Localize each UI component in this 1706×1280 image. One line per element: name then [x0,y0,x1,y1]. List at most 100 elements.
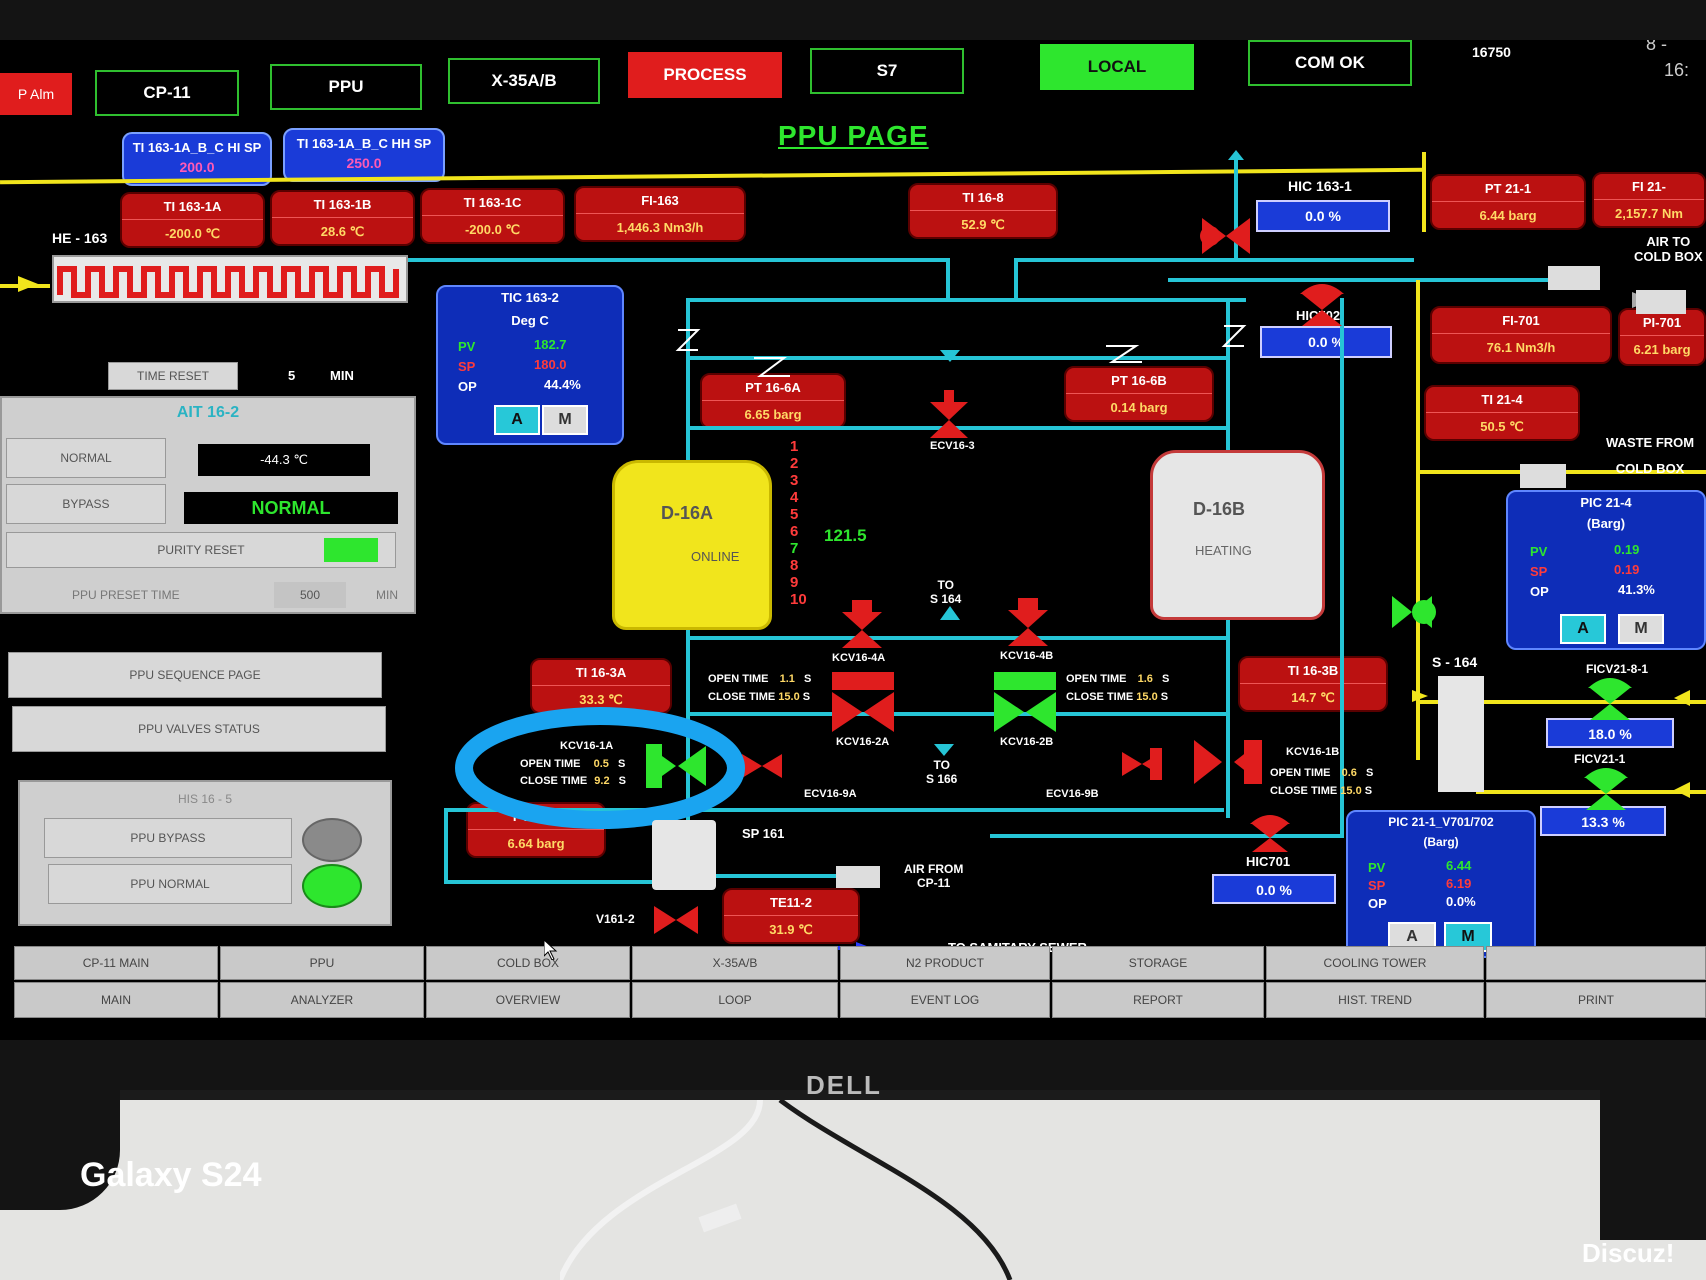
nav-cp11-main-button[interactable]: CP-11 MAIN [14,946,218,980]
nav-comok-button[interactable]: COM OK [1248,40,1412,86]
step-3: 3 [790,472,799,489]
hic163-1-value[interactable]: 0.0 % [1256,200,1390,232]
nav-coldbox-button[interactable]: COLD BOX [426,946,630,980]
monitor-stand-left [0,1090,120,1210]
valve-ecv16-9a-icon[interactable] [742,754,782,778]
timing-open-label: OPEN TIME [520,758,581,770]
nav-cp11-button[interactable]: CP-11 [95,70,239,116]
valve-kcv16-1b-icon[interactable] [1194,740,1262,784]
tag-name: TI 163-1C [422,190,563,216]
nav-storage-button[interactable]: STORAGE [1052,946,1264,980]
timing-close-label: CLOSE TIME [520,775,588,787]
tic163-2-manual-button[interactable]: M [542,405,588,435]
step-1: 1 [790,438,799,455]
nav-local-button[interactable]: LOCAL [1040,44,1194,90]
ppu-normal-button[interactable]: PPU NORMAL [48,864,292,904]
ppu-preset-input[interactable]: 500 [274,582,346,608]
ficv21-1-value[interactable]: 13.3 % [1540,806,1666,836]
label-to-s164: TO S 164 [930,578,962,606]
valve-ficv21-1-icon[interactable] [1584,768,1628,810]
pipe-right-header2 [1168,278,1578,282]
timing-open-value: 0.6 [1341,767,1357,779]
tic163-2-unit: Deg C [511,313,549,328]
pic21-4-sp-label: SP [1530,564,1548,579]
nav-overview-button[interactable]: OVERVIEW [426,982,630,1018]
nav-event-log-button[interactable]: EVENT LOG [840,982,1050,1018]
nav-analyzer-button[interactable]: ANALYZER [220,982,424,1018]
nav-x35ab-bottom-button[interactable]: X-35A/B [632,946,838,980]
nav-s7-button[interactable]: S7 [810,48,964,94]
valve-kcv16-2b-icon[interactable] [994,672,1056,732]
valve-v161-2-icon[interactable] [654,906,698,934]
nav-main-button[interactable]: MAIN [14,982,218,1018]
pic21-1-op-label: OP [1368,896,1387,911]
tag-name: TI 21-4 [1426,387,1578,413]
page-title: PPU PAGE [778,120,929,151]
ppu-bypass-button[interactable]: PPU BYPASS [44,818,292,858]
nav-process-button[interactable]: PROCESS [628,52,782,98]
valve-kcv16-4a-icon[interactable] [842,600,882,648]
counter-display: 16750 [1472,44,1511,60]
air-from-connector [836,866,880,888]
ppu-valves-status-button[interactable]: PPU VALVES STATUS [12,706,386,752]
valve-ficv21-8-1-icon[interactable] [1588,678,1632,720]
valve-pic21-4-icon[interactable] [1392,596,1436,628]
pic21-4-auto-button[interactable]: A [1560,614,1606,644]
pic21-4-manual-button[interactable]: M [1618,614,1664,644]
heat-exchanger-coils [57,266,399,298]
valve-ecv16-9b-icon[interactable] [1122,748,1162,780]
valve-kcv16-2a-icon[interactable] [832,672,894,732]
tag-ti163-1a[interactable]: TI 163-1A-200.0 ℃ [120,192,265,248]
nav-x35ab-button[interactable]: X-35A/B [448,58,600,104]
nav-hist-trend-button[interactable]: HIST. TREND [1266,982,1484,1018]
timing-unit: S [618,775,626,787]
label-sp161: SP 161 [742,826,785,841]
pipe-right-return [990,834,1344,838]
setpoint-hi[interactable]: TI 163-1A_B_C HI SP 200.0 [122,132,272,186]
ppu-sequence-page-button[interactable]: PPU SEQUENCE PAGE [8,652,382,698]
step-7: 7 [790,540,799,557]
timing-unit: S [1364,785,1373,797]
vessel-d16a-name: D-16A [661,503,714,523]
his16-5-title: HIS 16 - 5 [177,792,233,806]
vessel-d16a[interactable]: D-16A ONLINE [612,460,772,630]
time-reset-button[interactable]: TIME RESET [108,362,238,390]
tag-ti163-1c[interactable]: TI 163-1C-200.0 ℃ [420,188,565,244]
nav-ppu-bottom-button[interactable]: PPU [220,946,424,980]
vessel-d16b[interactable]: D-16B HEATING [1150,450,1325,620]
tag-fi21[interactable]: FI 21-2,157.7 Nm [1592,172,1706,228]
tag-name: TI 163-1A [122,194,263,220]
alarm-button[interactable]: P Alm [0,73,72,115]
step-5: 5 [790,506,799,523]
valve-hic702-icon[interactable] [1300,284,1344,326]
setpoint-hh[interactable]: TI 163-1A_B_C HH SP 250.0 [283,128,445,182]
nav-report-button[interactable]: REPORT [1052,982,1264,1018]
valve-kcv16-1a-icon[interactable] [646,744,706,788]
nav-ppu-button[interactable]: PPU [270,64,422,110]
nav-print-button[interactable]: PRINT [1486,982,1706,1018]
hic702-value[interactable]: 0.0 % [1260,326,1392,358]
valve-ecv16-3-icon[interactable] [930,390,968,438]
valve-hic163-1-icon[interactable] [1200,218,1250,254]
nav-loop-button[interactable]: LOOP [632,982,838,1018]
nav-cooling-tower-button[interactable]: COOLING TOWER [1266,946,1484,980]
pic21-1-sp-label: SP [1368,878,1386,893]
nav-n2-product-button[interactable]: N2 PRODUCT [840,946,1050,980]
ait-normal-label: NORMAL [6,438,166,478]
valve-kcv16-4b-icon[interactable] [1008,598,1048,646]
nav-blank-button[interactable] [1486,946,1706,980]
pipe-air-from [690,874,840,878]
tic163-2-auto-button[interactable]: A [494,405,540,435]
hic701-value[interactable]: 0.0 % [1212,874,1336,904]
valve-hic701-icon[interactable] [1250,815,1290,852]
ficv21-8-1-label: FICV21-8-1 [1586,662,1649,676]
